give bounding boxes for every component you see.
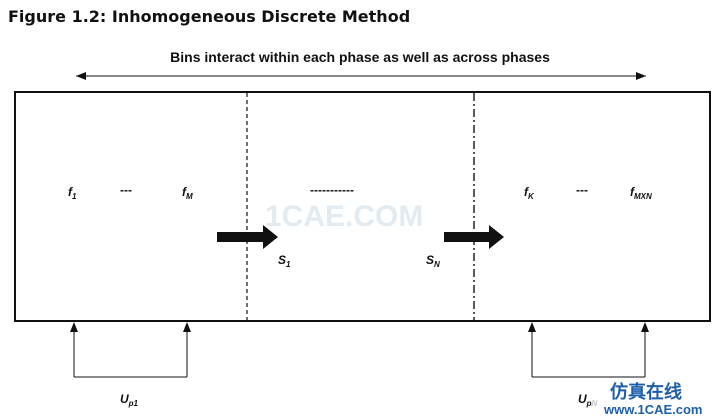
diagram-caption: Bins interact within each phase as well … bbox=[170, 49, 550, 65]
bracket-up1 bbox=[70, 322, 191, 378]
source-arrow-sN bbox=[444, 225, 504, 249]
var-fK: fK bbox=[524, 185, 535, 201]
var-fMXN: fMXN bbox=[630, 185, 652, 201]
watermark-site: www.1CAE.com bbox=[603, 402, 702, 417]
var-UpN: UpN bbox=[578, 392, 598, 408]
figure-title: Figure 1.2: Inhomogeneous Discrete Metho… bbox=[8, 7, 410, 26]
domain-box bbox=[14, 91, 711, 322]
ellipsis-middle: ----------- bbox=[310, 183, 354, 197]
interaction-double-arrow bbox=[76, 72, 646, 80]
bracket-upN bbox=[528, 322, 649, 378]
watermark-backdrop bbox=[592, 378, 718, 418]
ellipsis-right: --- bbox=[576, 183, 588, 197]
source-arrow-s1 bbox=[217, 225, 278, 249]
ellipsis-left: --- bbox=[120, 183, 132, 197]
var-S1: S1 bbox=[278, 253, 291, 269]
watermark-center: 1CAE.COM bbox=[265, 200, 423, 233]
var-Up1: Up1 bbox=[120, 392, 139, 408]
var-fM: fM bbox=[182, 185, 193, 201]
watermark-brand: 仿真在线 bbox=[610, 381, 682, 403]
var-SN: SN bbox=[426, 253, 440, 269]
var-f1: f1 bbox=[68, 185, 77, 201]
